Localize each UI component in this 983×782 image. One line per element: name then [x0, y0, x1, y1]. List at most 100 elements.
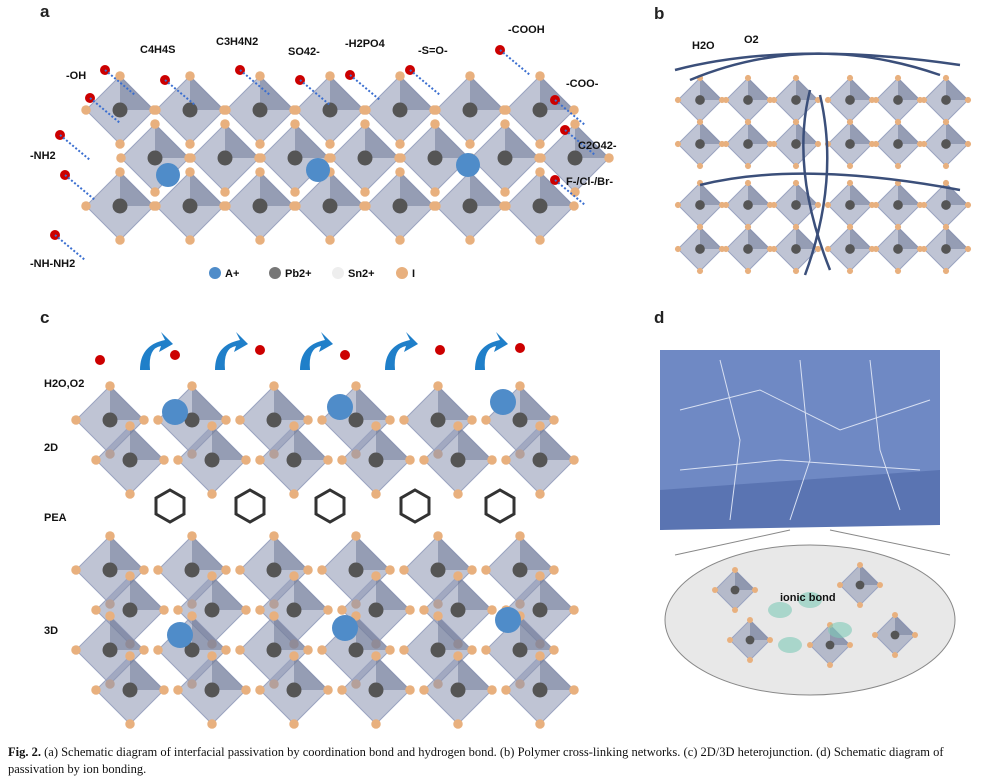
iodide-atom [405, 685, 415, 695]
iodide-atom [674, 96, 682, 104]
iodide-atom [964, 201, 972, 209]
octahedron-face [110, 386, 144, 420]
ionic-bond-cloud [768, 602, 792, 618]
iodide-atom [696, 223, 704, 231]
iodide-atom [501, 455, 511, 465]
iodide-atom [942, 267, 950, 275]
iodide-atom [105, 381, 115, 391]
pb-atom [287, 150, 303, 166]
iodide-atom [847, 642, 853, 648]
label-c4h4s: C4H4S [140, 44, 176, 56]
octahedron-face [520, 616, 554, 650]
pea-molecule [484, 488, 516, 524]
legend-iodide: I [412, 268, 416, 280]
label-o2: O2 [744, 34, 759, 46]
octahedron-face [260, 76, 294, 110]
pb-atom [791, 139, 801, 149]
iodide-atom [185, 167, 195, 177]
iodide-atom [535, 139, 545, 149]
iodide-atom [269, 611, 279, 621]
coordination-bond [499, 49, 531, 76]
polymer-chain [802, 89, 832, 271]
pb-atom [357, 150, 373, 166]
iodide-atom [115, 139, 125, 149]
a-cation [156, 163, 180, 187]
iodide-atom [159, 605, 169, 615]
iodide-atom [481, 645, 491, 655]
pb-atom [286, 602, 302, 618]
panel-letter-d: d [654, 308, 665, 327]
iodide-atom [846, 179, 854, 187]
iodide-atom [371, 571, 381, 581]
grain-boundary [679, 389, 931, 431]
iodide-atom [115, 167, 125, 177]
iodide-atom [535, 167, 545, 177]
a-cation [162, 399, 188, 425]
octahedron-face [505, 124, 539, 158]
octahedron-face [274, 386, 308, 420]
iodide-atom [395, 71, 405, 81]
iodide-atom [291, 201, 301, 211]
iodide-atom [290, 119, 300, 129]
iodide-atom [125, 651, 135, 661]
polymer-chain [803, 94, 829, 276]
iodide-atom [535, 719, 545, 729]
pb-atom [893, 200, 903, 210]
iodide-atom [91, 605, 101, 615]
octahedron-face [130, 656, 164, 690]
legend-a-dot [209, 267, 221, 279]
octahedron-face [898, 183, 920, 205]
iodide-atom [207, 489, 217, 499]
pb-atom [204, 602, 220, 618]
grain-boundary [719, 359, 741, 521]
octahedron-face [735, 570, 755, 590]
iodide-atom [187, 531, 197, 541]
iodide-atom [115, 71, 125, 81]
iodide-atom [942, 223, 950, 231]
iodide-atom [465, 139, 475, 149]
iodide-atom [535, 489, 545, 499]
iodide-atom [289, 571, 299, 581]
iodide-atom [207, 421, 217, 431]
octahedron-face [850, 122, 872, 144]
octahedron-face [192, 536, 226, 570]
iodide-atom [255, 139, 265, 149]
iodide-atom [604, 153, 614, 163]
pb-atom [791, 95, 801, 105]
iodide-atom [241, 605, 251, 615]
iodide-atom [173, 605, 183, 615]
iodide-atom [323, 685, 333, 695]
iodide-atom [207, 571, 217, 581]
pb-atom [430, 642, 446, 658]
octahedron-face [356, 386, 390, 420]
iodide-atom [81, 201, 91, 211]
iodide-atom [399, 645, 409, 655]
iodide-atom [433, 531, 443, 541]
iodide-atom [770, 140, 778, 148]
label-so4: SO42- [288, 46, 320, 58]
octahedron-face [155, 124, 189, 158]
molecule-atom [435, 345, 445, 355]
pb-atom [204, 682, 220, 698]
iodide-atom [269, 531, 279, 541]
iodide-atom [467, 415, 477, 425]
iodide-atom [431, 105, 441, 115]
octahedron-face [365, 124, 399, 158]
iodide-atom [846, 162, 854, 170]
octahedron-face [850, 227, 872, 249]
iodide-atom [71, 415, 81, 425]
pb-atom [941, 200, 951, 210]
iodide-atom [433, 611, 443, 621]
pb-atom [147, 150, 163, 166]
octahedron-face [192, 616, 226, 650]
iodide-atom [91, 685, 101, 695]
pb-atom [122, 602, 138, 618]
pb-atom [450, 682, 466, 698]
a-cation [167, 622, 193, 648]
iodide-atom [535, 71, 545, 81]
iodide-atom [453, 651, 463, 661]
iodide-atom [722, 96, 730, 104]
iodide-atom [872, 632, 878, 638]
iodide-atom [872, 245, 880, 253]
octahedron-face [190, 76, 224, 110]
